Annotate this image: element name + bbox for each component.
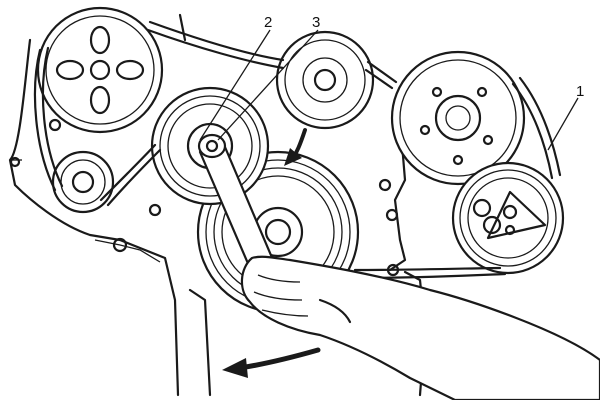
callout-leaders [199, 29, 579, 151]
lower-left-idler-pulley [51, 150, 115, 214]
callout-1: 1 [576, 83, 584, 100]
top-center-idler-pulley [275, 30, 375, 130]
drive-belt [33, 20, 562, 280]
callout-2: 2 [264, 14, 272, 31]
top-right-pulley [390, 50, 526, 186]
top-left-pulley [36, 6, 164, 134]
rotation-arrow-pulley [284, 128, 307, 166]
lower-right-pulley [451, 161, 565, 275]
engine-block-outline [8, 13, 427, 397]
hand-gripping-wrench [240, 255, 600, 400]
callout-3: 3 [312, 14, 320, 31]
block-bolts [9, 118, 400, 277]
direction-arrow-lower [222, 347, 321, 378]
